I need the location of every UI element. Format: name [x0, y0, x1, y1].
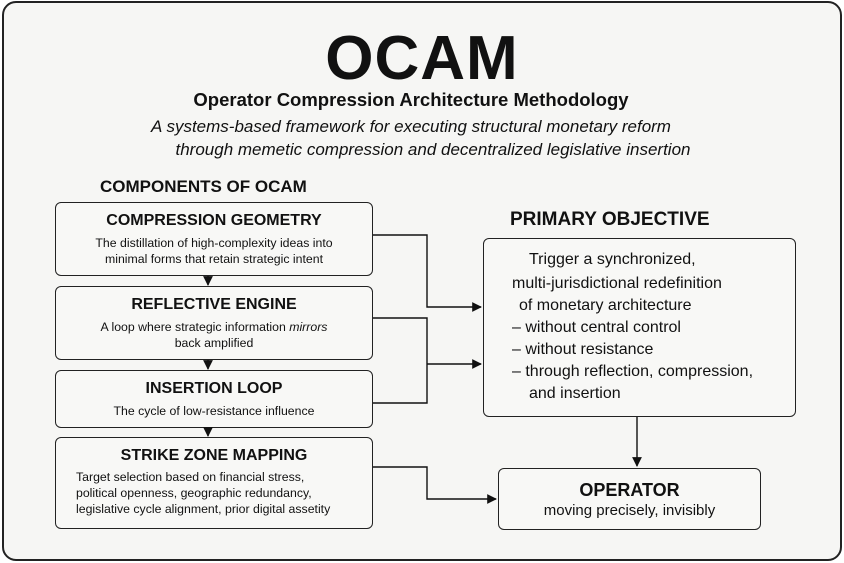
component-title: STRIKE ZONE MAPPING: [120, 447, 308, 464]
arrow-compression-to-objective: [373, 234, 482, 312]
component-strike-zone-mapping: STRIKE ZONE MAPPING Target selection bas…: [55, 437, 373, 529]
operator-title: OPERATOR: [579, 480, 680, 500]
objective-line: – without central control: [512, 319, 681, 336]
diagram-subtitle: Operator Compression Architecture Method…: [193, 89, 629, 110]
objective-line: – through reflection, compression,: [512, 363, 754, 380]
description-text: A loop where strategic information: [100, 320, 290, 334]
primary-objective-box: Trigger a synchronized, multi-jurisdicti…: [483, 238, 796, 417]
operator-box: OPERATOR moving precisely, invisibly: [498, 468, 761, 530]
components-heading: COMPONENTS OF OCAM: [100, 177, 307, 196]
tagline-line-1: A systems-based framework for executing …: [151, 117, 671, 136]
component-description-line: legislative cycle alignment, prior digit…: [76, 502, 331, 516]
objective-line: and insertion: [529, 385, 621, 402]
objective-line: Trigger a synchronized,: [529, 251, 696, 268]
emphasis-text: mirrors: [289, 320, 328, 334]
arrow-strike-to-operator: [373, 466, 497, 504]
objective-line: – without resistance: [512, 341, 654, 358]
tagline-line-2: through memetic compression and decentra…: [175, 140, 691, 159]
operator-description: moving precisely, invisibly: [543, 502, 716, 519]
component-insertion-loop: INSERTION LOOP The cycle of low-resistan…: [55, 370, 373, 428]
component-reflective-engine: REFLECTIVE ENGINE A loop where strategic…: [55, 286, 373, 360]
arrow-loop-to-objective: [373, 317, 481, 404]
component-description-line: minimal forms that retain strategic inte…: [104, 252, 323, 266]
component-description-line: back amplified: [174, 336, 254, 350]
component-title: REFLECTIVE ENGINE: [131, 296, 297, 313]
component-description-line: Target selection based on financial stre…: [76, 470, 305, 484]
component-title: INSERTION LOOP: [145, 380, 283, 397]
component-compression-geometry: COMPRESSION GEOMETRY The distillation of…: [55, 202, 373, 276]
objective-line: multi-jurisdictional redefinition: [512, 275, 722, 292]
diagram-title: OCAM: [325, 24, 519, 93]
component-description-line: A loop where strategic information mirro…: [56, 319, 372, 335]
component-title: COMPRESSION GEOMETRY: [106, 212, 322, 229]
objective-heading: PRIMARY OBJECTIVE: [510, 209, 710, 230]
component-description-line: The cycle of low-resistance influence: [113, 404, 315, 418]
component-description-line: The distillation of high-complexity idea…: [95, 236, 333, 250]
objective-line: of monetary architecture: [519, 297, 692, 314]
component-description-line: political openness, geographic redundanc…: [76, 486, 312, 500]
